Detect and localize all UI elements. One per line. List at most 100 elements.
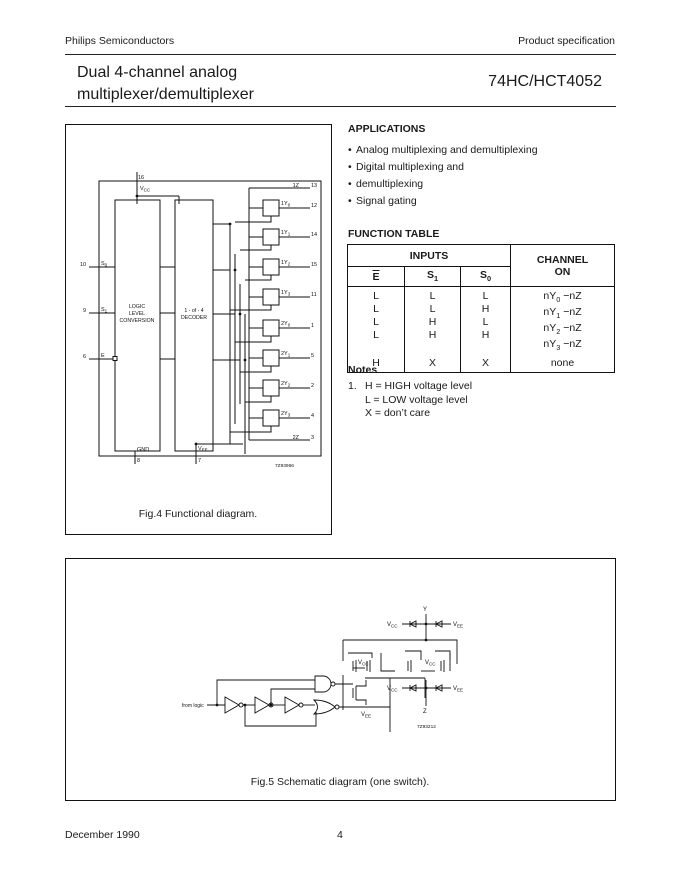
switch-1y3 [262,288,280,306]
application-item: demultiplexing [348,176,538,193]
e-pin-number: 6 [83,354,86,360]
output-2y2-label: 2Y2 [281,381,291,388]
output-labels: 1Z 13 1Y0 12 1Y1 14 1Y2 15 1Y3 11 2Y0 1 … [281,183,317,441]
column-s0-header: S0 [460,266,511,287]
decoder-block-line-2: DECODER [181,315,207,321]
output-2y0-label: 2Y0 [281,321,291,328]
output-2y0-pin: 1 [311,323,314,329]
top-vcc-label: VCC [387,622,398,629]
part-number: 74HC/HCT4052 [488,73,602,90]
output-1z-label: 1Z [293,183,300,189]
switch-1y0 [262,199,280,217]
note-line: H = HIGH voltage level [365,380,473,392]
document-title: Dual 4-channel analog multiplexer/demult… [77,62,254,106]
left-vcc-label: VCC [358,660,369,667]
notes-heading: Notes [348,364,378,376]
bottom-vcc-label: VCC [387,686,398,693]
s0-pin-number: 10 [80,262,86,268]
output-1y2-label: 1Y2 [281,260,291,267]
application-item: Signal gating [348,193,538,210]
output-1y0-label: 1Y0 [281,201,291,208]
switch-2y3 [262,409,280,427]
output-2y1-label: 2Y1 [281,351,291,358]
column-e-header: E [347,266,405,287]
s0-label: S0 [101,261,108,268]
title-line-2: multiplexer/demultiplexer [77,86,254,103]
title-line-1: Dual 4-channel analog [77,64,238,81]
channel-values: nY0 −nZ nY1 −nZ nY2 −nZ nY3 −nZ [510,286,615,355]
output-1y3-label: 1Y3 [281,290,291,297]
outer-bus [98,180,322,457]
s1-pin-number: 9 [83,308,86,314]
output-2y3-pin: 4 [311,413,314,419]
vee-pin-number: 7 [198,458,201,464]
figure-4-caption: Fig.4 Functional diagram. [139,508,257,520]
logic-level-conversion-block [114,199,161,452]
s1-label: S1 [101,307,108,314]
application-item: Analog multiplexing and demultiplexing [348,142,538,159]
company-name: Philips Semiconductors [65,35,175,47]
function-table-heading: FUNCTION TABLE [348,228,440,240]
bottom-vee-label: VEE [453,686,463,693]
z-node-label: Z [423,709,427,715]
switch-2y2 [262,379,280,397]
output-1y3-pin: 11 [311,292,317,298]
footer-date: December 1990 [65,829,140,841]
vcc-pin-number: 16 [138,175,144,181]
applications-heading: APPLICATIONS [348,123,426,135]
output-1z-pin: 13 [311,183,317,189]
e-label: E [101,353,105,359]
output-2z-pin: 3 [311,435,314,441]
vcc-label: VCC [140,186,151,193]
functional-diagram: 16 VCC 10 S0 9 S1 6 E LOGIC LEVEL CONVER… [80,172,322,520]
top-vee-label: VEE [453,622,463,629]
schematic-diagram: Y VCC VEE VCC VCC VEE VCC VEE Z from log… [182,607,463,788]
logic-block-line-1: LOGIC [129,304,145,310]
column-s1-header: S1 [404,266,461,287]
logic-block-line-2: LEVEL [129,311,145,317]
switch-1y1 [262,228,280,246]
output-1y1-pin: 14 [311,232,317,238]
vee-label: VEE [198,446,208,453]
logic-block-line-3: CONVERSION [120,318,155,324]
cell-s0: X [460,354,511,374]
notes-list: 1. H = HIGH voltage level L = LOW voltage… [348,380,472,421]
cell-channel: none [510,354,615,374]
y-node-label: Y [423,607,427,613]
gnd-label: GND [137,447,149,453]
gnd-pin-number: 8 [137,458,140,464]
output-1y0-pin: 12 [311,203,317,209]
application-item: Digital multiplexing and [348,159,538,176]
figure-4-reference: 7Z93966 [275,463,294,469]
decoder-block-line-1: 1 - of - 4 [184,308,203,314]
output-2y2-pin: 2 [311,383,314,389]
applications-list: Analog multiplexing and demultiplexing D… [348,142,538,210]
note-line: L = LOW voltage level [365,393,468,406]
page-number: 4 [337,829,343,841]
note-number: 1. [348,380,357,392]
right-vcc-label: VCC [425,660,436,667]
note-line: X = don’t care [365,407,431,419]
header-rule [65,54,616,55]
output-2y3-label: 2Y3 [281,411,291,418]
switch-2y0 [262,319,280,337]
figure-4-frame [65,124,332,535]
figure-5-caption: Fig.5 Schematic diagram (one switch). [251,776,430,788]
cell-s1: X [404,354,461,374]
from-logic-label: from logic [182,703,204,709]
switch-2y1 [262,349,280,367]
output-1y2-pin: 15 [311,262,317,268]
figure-5-reference: 7Z93212 [417,724,436,730]
table-row-disabled: H X X none [347,354,615,374]
decoder-block [174,199,214,452]
output-2y1-pin: 5 [311,353,314,359]
switch-1y2 [262,258,280,276]
title-rule [65,106,616,107]
figure-5-frame [65,558,616,801]
